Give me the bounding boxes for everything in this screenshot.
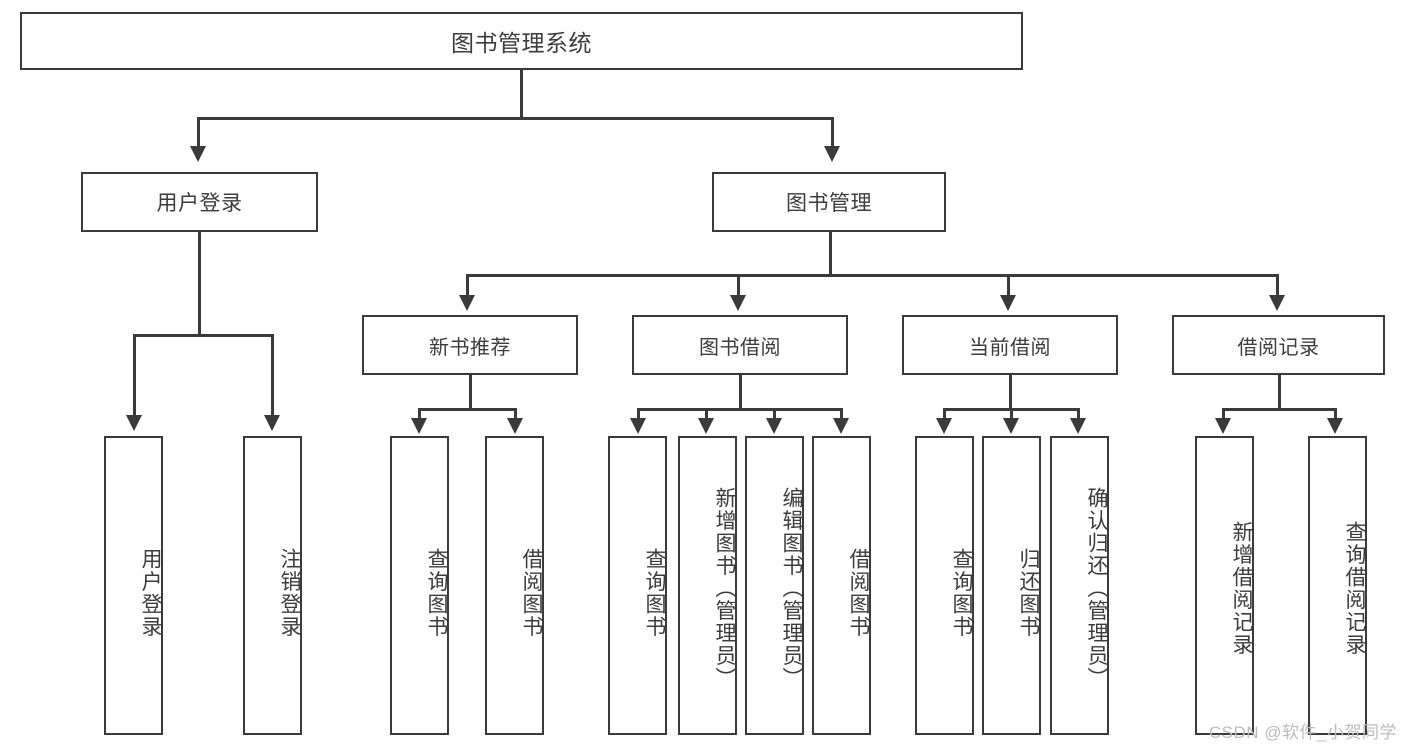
node-label: 借阅记录 [1237, 336, 1320, 359]
node-leaf-add-record[interactable]: 新增借阅记录 [1195, 436, 1254, 735]
node-label: 当前借阅 [969, 336, 1051, 359]
node-leaf-add-book[interactable]: 新增图书（管理员） [678, 436, 737, 735]
connector-current-borrow-branch-2 [1010, 408, 1013, 419]
connector-user-login-branch-1 [133, 334, 136, 416]
node-leaf-logout-login[interactable]: 注销登录 [243, 436, 302, 735]
arrowhead-book-borrow [730, 295, 746, 311]
node-label: 注销登录 [278, 547, 301, 638]
connector-book-manage-bus [466, 274, 1278, 277]
connector-book-manage-branch-2 [737, 274, 740, 296]
connector-book-manage-stem [829, 232, 832, 276]
node-label: 图书管理 [786, 192, 872, 215]
node-label: 用户登录 [139, 547, 162, 638]
node-leaf-return-book[interactable]: 归还图书 [982, 436, 1041, 735]
node-book-borrow[interactable]: 图书借阅 [632, 315, 848, 375]
connector-root-to-book-manage [831, 117, 834, 147]
node-leaf-edit-book[interactable]: 编辑图书（管理员） [745, 436, 804, 735]
connector-user-login-branch-2 [271, 334, 274, 416]
node-label: 查询图书 [950, 547, 973, 638]
node-new-book-recommend[interactable]: 新书推荐 [362, 315, 578, 375]
connector-borrow-record-bus [1222, 408, 1336, 411]
node-leaf-borrow-book-2[interactable]: 借阅图书 [812, 436, 871, 735]
node-label: 确认归还（管理员） [1085, 487, 1108, 690]
connector-user-login-bus [133, 334, 273, 337]
connector-borrow-record-branch-1 [1222, 408, 1225, 419]
connector-new-book-branch-2 [514, 408, 517, 419]
node-user-login[interactable]: 用户登录 [81, 172, 318, 232]
node-leaf-confirm-return[interactable]: 确认归还（管理员） [1050, 436, 1109, 735]
connector-current-borrow-branch-3 [1077, 408, 1080, 419]
connector-book-manage-branch-1 [466, 274, 469, 296]
node-label: 新增借阅记录 [1230, 521, 1253, 656]
node-leaf-query-book-2[interactable]: 查询图书 [608, 436, 667, 735]
node-leaf-query-record[interactable]: 查询借阅记录 [1308, 436, 1367, 735]
connector-borrow-record-branch-2 [1334, 408, 1337, 419]
arrowhead-leaf-query-record [1327, 418, 1343, 434]
node-leaf-user-login[interactable]: 用户登录 [104, 436, 163, 735]
connector-book-borrow-stem [739, 375, 742, 410]
node-book-manage[interactable]: 图书管理 [712, 172, 946, 232]
arrowhead-leaf-user-login [126, 415, 142, 431]
connector-new-book-bus [418, 408, 517, 411]
connector-book-borrow-branch-3 [773, 408, 776, 419]
node-leaf-query-book-3[interactable]: 查询图书 [915, 436, 974, 735]
node-leaf-borrow-book-1[interactable]: 借阅图书 [485, 436, 544, 735]
arrowhead-book-manage [824, 146, 840, 162]
connector-book-borrow-branch-2 [705, 408, 708, 419]
connector-book-manage-branch-4 [1276, 274, 1279, 296]
node-label: 借阅图书 [847, 547, 870, 638]
node-label: 查询借阅记录 [1343, 521, 1366, 656]
node-label: 图书管理系统 [451, 30, 592, 56]
connector-borrow-record-stem [1278, 375, 1281, 410]
connector-current-borrow-branch-1 [943, 408, 946, 419]
arrowhead-new-book-recommend [459, 295, 475, 311]
arrowhead-leaf-edit-book [766, 418, 782, 434]
connector-new-book-stem [469, 375, 472, 410]
arrowhead-leaf-add-record [1215, 418, 1231, 434]
node-current-borrow[interactable]: 当前借阅 [902, 315, 1118, 375]
connector-book-borrow-branch-4 [840, 408, 843, 419]
connector-root-to-user-login [197, 117, 200, 147]
node-label: 用户登录 [156, 192, 243, 215]
arrowhead-leaf-borrow-book-2 [833, 418, 849, 434]
node-borrow-record[interactable]: 借阅记录 [1172, 315, 1385, 375]
arrowhead-leaf-add-book [698, 418, 714, 434]
arrowhead-leaf-query-book-3 [936, 418, 952, 434]
arrowhead-leaf-return-book [1003, 418, 1019, 434]
connector-root-bus [197, 117, 833, 120]
node-label: 图书借阅 [699, 336, 781, 359]
connector-current-borrow-stem [1009, 375, 1012, 410]
node-label: 新增图书（管理员） [713, 487, 736, 690]
node-label: 编辑图书（管理员） [780, 487, 803, 690]
connector-book-borrow-bus [637, 408, 842, 411]
arrowhead-current-borrow [1000, 295, 1016, 311]
connector-user-login-stem [198, 232, 201, 336]
node-label: 新书推荐 [429, 336, 511, 359]
node-leaf-query-book-1[interactable]: 查询图书 [390, 436, 449, 735]
connector-new-book-branch-1 [418, 408, 421, 419]
connector-book-borrow-branch-1 [637, 408, 640, 419]
node-label: 查询图书 [643, 547, 666, 638]
arrowhead-leaf-query-book-1 [411, 418, 427, 434]
connector-root-stem [520, 70, 523, 118]
arrowhead-borrow-record [1269, 295, 1285, 311]
arrowhead-leaf-borrow-book-1 [507, 418, 523, 434]
arrowhead-leaf-query-book-2 [630, 418, 646, 434]
node-label: 归还图书 [1017, 547, 1040, 638]
arrowhead-leaf-confirm-return [1070, 418, 1086, 434]
node-label: 借阅图书 [520, 547, 543, 638]
arrowhead-user-login [190, 146, 206, 162]
arrowhead-leaf-logout-login [264, 415, 280, 431]
node-label: 查询图书 [425, 547, 448, 638]
node-root-system[interactable]: 图书管理系统 [20, 12, 1023, 70]
connector-book-manage-branch-3 [1007, 274, 1010, 296]
